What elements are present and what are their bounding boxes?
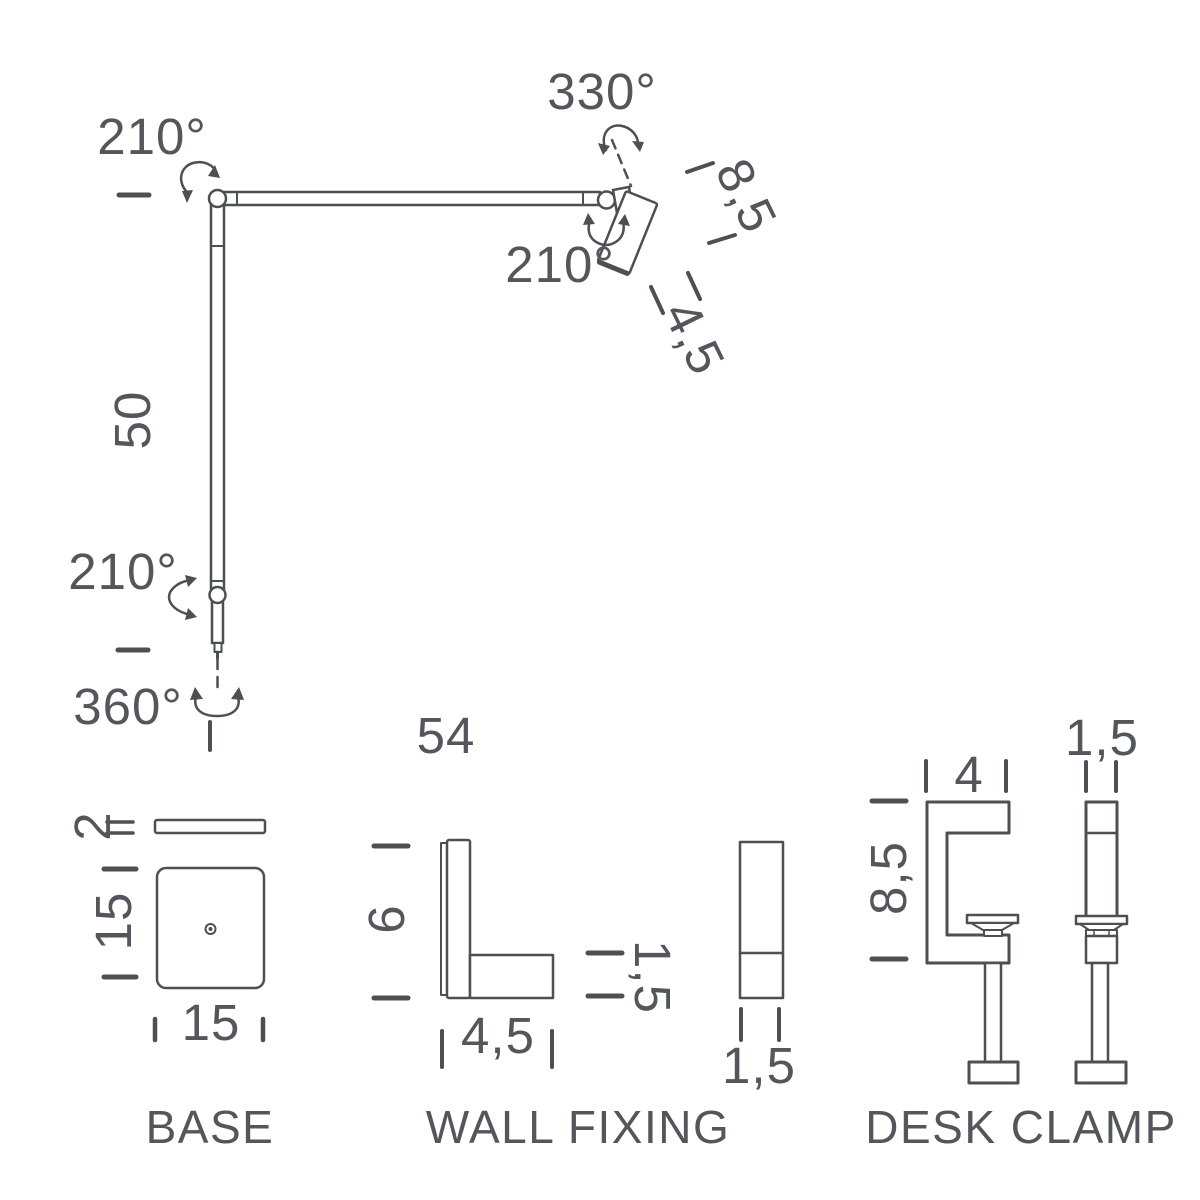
base-view: [101, 818, 267, 1043]
base-depth-label: 15: [85, 892, 142, 951]
clamp-body: [925, 800, 1011, 965]
clamp-screw-rod: [983, 961, 1003, 1065]
clamp-height-label: 8,5: [860, 841, 917, 915]
bracket-foot: [468, 953, 555, 1000]
wall-fixing-view: [371, 838, 785, 1069]
clamp-pad-stem: [983, 929, 1003, 937]
clamp-front-block: [1084, 934, 1119, 965]
elbow-joint: [207, 188, 228, 209]
clamp-pad-cone: [970, 922, 1015, 931]
rotation-arrow-icon: [583, 213, 630, 247]
clamp-front-body: [1084, 800, 1119, 919]
head-diameter-label: 4,5: [653, 292, 737, 383]
clamp-knob: [967, 1060, 1020, 1085]
base-width-label: 15: [182, 994, 241, 1051]
base-caption: BASE: [146, 1101, 275, 1153]
column-height-label: 50: [104, 391, 161, 450]
base-rotation-label: 360°: [73, 678, 183, 735]
desk-clamp-caption: DESK CLAMP: [865, 1101, 1177, 1153]
base-center-dot: [208, 927, 213, 931]
bracket-front-view: [738, 840, 785, 1000]
rotation-arrow-icon: [180, 160, 220, 203]
wall-fixing-foot-label: 1,5: [624, 940, 681, 1014]
rotation-arrow-icon: [598, 124, 644, 155]
bracket-upright: [445, 838, 472, 1000]
elbow-rotation-label: 210°: [97, 108, 207, 165]
column-joint-rotation-label: 210°: [68, 543, 178, 600]
dimension-tick: [649, 285, 665, 315]
column-lower-segment: [210, 598, 225, 645]
dimension-tick: [685, 161, 715, 174]
dimension-tick: [707, 233, 737, 245]
dimension-tick: [686, 271, 702, 301]
axis-dashed-line: [610, 138, 633, 188]
desk-clamp-view: [869, 759, 1129, 1085]
column-joint: [208, 585, 227, 605]
clamp-jaw-depth-label: 4: [954, 746, 983, 803]
clamp-pad: [965, 913, 1020, 925]
head-tilt-rotation-label: 210°: [505, 236, 615, 293]
rotation-arrow-icon: [190, 687, 244, 718]
clamp-front-pad: [1074, 914, 1129, 926]
base-thickness-label: 2: [64, 811, 121, 840]
clamp-plate-width-label: 1,5: [1065, 709, 1139, 766]
clamp-front-rod: [1090, 961, 1110, 1064]
wall-fixing-width-label: 4,5: [461, 1007, 535, 1064]
vertical-arm: [209, 196, 226, 597]
wall-fixing-caption: WALL FIXING: [426, 1101, 730, 1153]
lamp-diagram: [115, 124, 737, 752]
arm-length-label: 54: [417, 707, 476, 764]
wall-fixing-plate-label: 1,5: [722, 1037, 796, 1094]
lamp-head-lens-edge: [596, 259, 630, 276]
head-swivel-rotation-label: 330°: [547, 63, 657, 120]
head-length-label: 8,5: [705, 150, 789, 241]
horizontal-arm: [216, 190, 602, 207]
wall-fixing-height-label: 6: [358, 904, 415, 933]
base-plate-side-view: [153, 818, 267, 835]
clamp-front-knob: [1074, 1060, 1128, 1085]
rotation-arrow-icon: [167, 575, 197, 620]
